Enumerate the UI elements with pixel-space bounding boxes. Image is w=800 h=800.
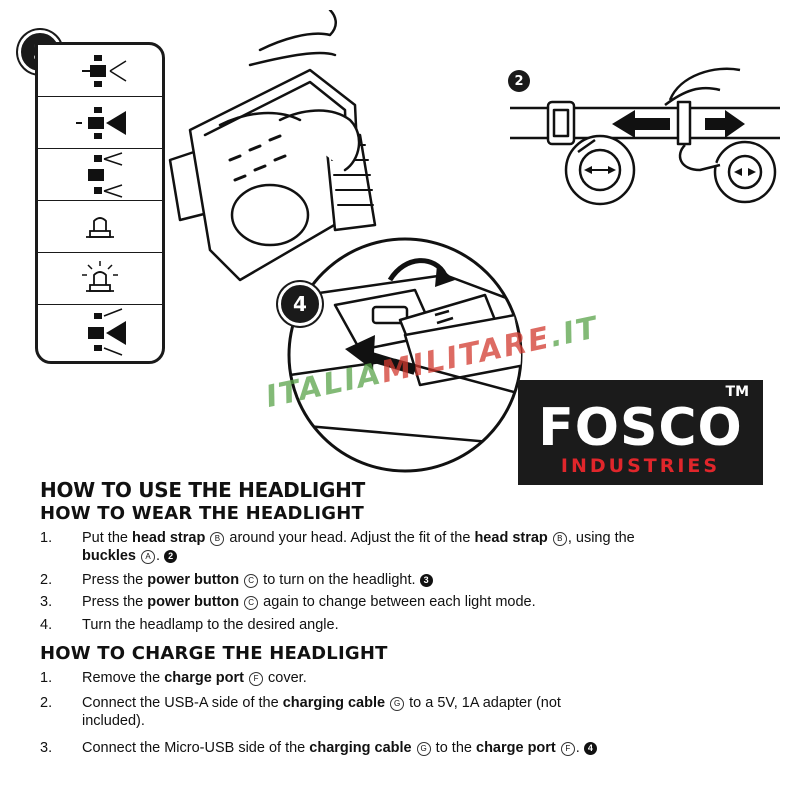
mode-row-3 — [38, 149, 162, 201]
warning-light-icon — [86, 217, 114, 238]
ref-step-2-badge: 2 — [164, 550, 178, 563]
mode-row-5 — [38, 253, 162, 305]
flashing-warning-light-icon — [82, 261, 118, 292]
all-beams-icon — [88, 308, 126, 356]
ref-step-4-badge: 4 — [583, 742, 597, 755]
spot-beam-icon — [76, 107, 126, 139]
trademark: TM — [725, 384, 749, 400]
logo-subtitle: INDUSTRIES — [560, 455, 721, 477]
light-modes-panel — [35, 42, 165, 364]
step-4-badge: 4 — [278, 282, 322, 326]
logo-wordmark: FOSCO — [538, 398, 743, 458]
charge-step-2: 2. Connect the USB-A side of the chargin… — [40, 695, 561, 729]
mode-row-4 — [38, 201, 162, 253]
charging-illustration — [287, 237, 523, 473]
page-title: HOW TO USE THE HEADLIGHT — [40, 478, 365, 502]
mode-row-2 — [38, 97, 162, 149]
strap-adjust-illustration — [510, 67, 780, 206]
mode-row-6 — [38, 305, 162, 361]
step-2-badge: 2 — [508, 70, 530, 92]
full-and-side-beam-icon — [82, 55, 127, 87]
dual-side-beam-icon — [88, 152, 123, 198]
mode-row-1 — [38, 45, 162, 97]
charge-heading: HOW TO CHARGE THE HEADLIGHT — [40, 643, 388, 664]
ref-step-3-badge: 3 — [419, 574, 433, 587]
headlamp-illustration — [168, 10, 377, 282]
wear-step-1: 1. Put the head strap B around your head… — [40, 530, 635, 564]
fosco-logo: TM FOSCO INDUSTRIES — [518, 380, 763, 485]
wear-heading: HOW TO WEAR THE HEADLIGHT — [40, 503, 364, 524]
